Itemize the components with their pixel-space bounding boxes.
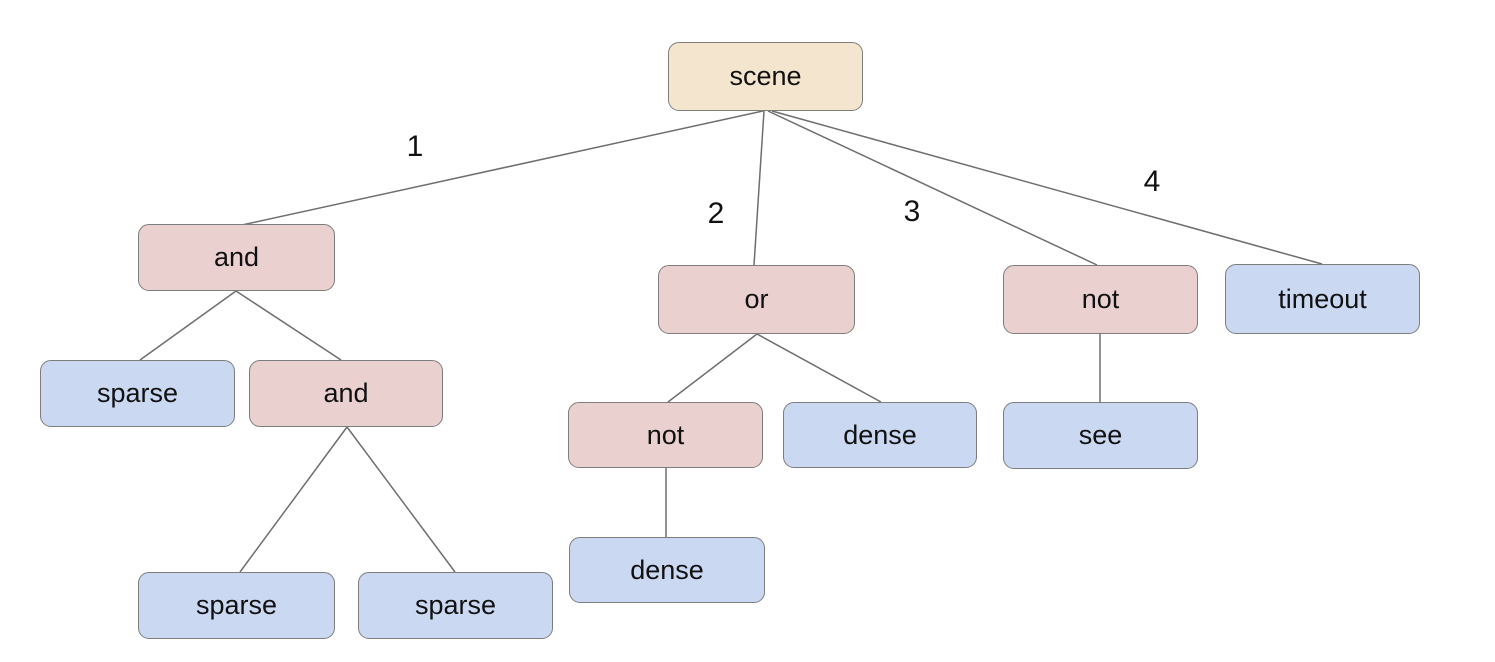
tree-node-sparse-2: sparse: [138, 572, 335, 639]
tree-node-not-1: not: [1003, 265, 1198, 334]
tree-node-timeout: timeout: [1225, 264, 1420, 334]
tree-edge-and-2-sparse-3: [346, 426, 456, 573]
edge-label-4: 4: [1143, 165, 1161, 198]
edge-label-3: 3: [903, 195, 921, 228]
tree-node-dense-1: dense: [783, 402, 977, 468]
tree-edge-scene-and-1: [241, 110, 764, 226]
tree-node-or-1: or: [658, 265, 855, 334]
edge-label-2: 2: [707, 197, 725, 230]
tree-edge-or-1-not-2: [667, 333, 758, 403]
tree-node-sparse-1: sparse: [40, 360, 235, 427]
tree-node-sparse-3: sparse: [358, 572, 553, 639]
tree-node-scene: scene: [668, 42, 863, 111]
tree-edge-scene-or-1: [753, 110, 765, 266]
tree-node-and-1: and: [138, 224, 335, 291]
tree-edge-and-1-and-2: [235, 290, 342, 361]
tree-edge-and-2-sparse-2: [239, 426, 348, 573]
edge-label-1: 1: [406, 130, 424, 163]
tree-edge-or-1-dense-1: [756, 333, 882, 403]
tree-node-not-2: not: [568, 402, 763, 468]
tree-edge-scene-not-1: [767, 110, 1098, 266]
tree-node-dense-2: dense: [569, 537, 765, 603]
tree-node-and-2: and: [249, 360, 443, 427]
tree-node-see: see: [1003, 402, 1198, 469]
tree-edge-and-1-sparse-1: [139, 290, 237, 361]
tree-edge-scene-timeout: [771, 110, 1323, 265]
